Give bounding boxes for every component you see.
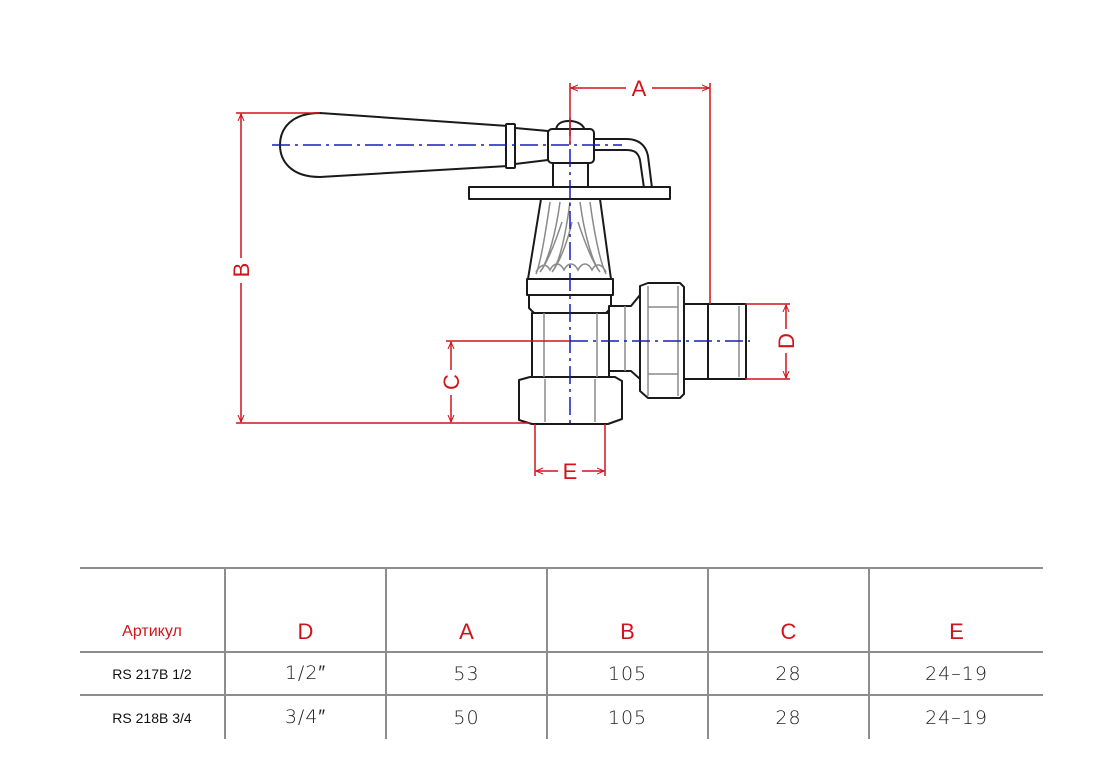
cell-c: 28	[707, 652, 869, 696]
cell-c: 28	[707, 695, 869, 739]
lever-collar	[505, 123, 516, 169]
table-header-row: Артикул D A B C E	[80, 567, 1043, 653]
cell-article: RS 217B 1/2	[80, 652, 225, 696]
union-hex-nut	[639, 282, 685, 399]
dimensions-table-container: Артикул D A B C E RS 217B 1/2 1/2″ 53 10…	[80, 567, 1043, 739]
header-a: A	[385, 567, 547, 653]
dimension-lines	[236, 83, 790, 476]
centerlines	[272, 118, 750, 428]
header-article: Артикул	[80, 567, 225, 653]
dim-label-b: B	[229, 263, 254, 278]
cell-a: 53	[385, 652, 547, 696]
dim-label-a: A	[632, 76, 647, 101]
indicator-arm	[593, 138, 653, 189]
cell-article: RS 218B 3/4	[112, 709, 192, 726]
cell-d: 3/4″	[224, 695, 386, 739]
lever-neck	[514, 127, 549, 165]
dim-label-d: D	[774, 333, 799, 349]
lever-handle	[279, 112, 509, 178]
cell-e: 24–19	[868, 652, 1043, 696]
table-row: RS 217B 1/2 1/2″ 53 105 28 24–19	[80, 652, 1043, 696]
cell-a: 50	[385, 695, 547, 739]
lever-hub	[547, 128, 595, 164]
cell-b: 105	[546, 652, 708, 696]
dimensions-table: Артикул D A B C E RS 217B 1/2 1/2″ 53 10…	[80, 567, 1043, 739]
header-e: E	[868, 567, 1043, 653]
dim-label-c: C	[439, 374, 464, 390]
cell-b: 105	[546, 695, 708, 739]
dim-label-e: E	[563, 459, 578, 484]
header-d: D	[224, 567, 386, 653]
valve-body	[279, 112, 747, 425]
valve-technical-drawing: A B C D E	[229, 76, 799, 484]
header-c: C	[707, 567, 869, 653]
cell-d: 1/2″	[224, 652, 386, 696]
cell-e: 24–19	[868, 695, 1043, 739]
header-b: B	[546, 567, 708, 653]
table-row: RS 218B 3/4 3/4″ 50 105 28 24–19	[80, 695, 1043, 739]
